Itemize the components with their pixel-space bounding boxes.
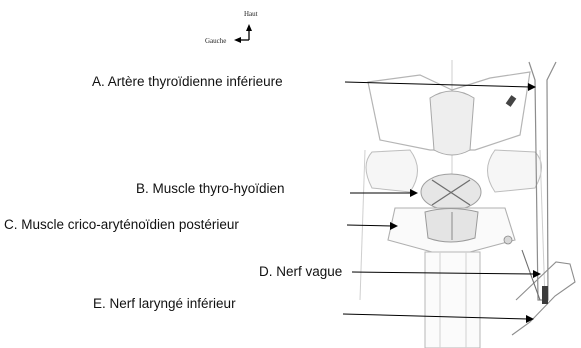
arrow-c (347, 222, 398, 230)
arytenoid-right (488, 150, 542, 192)
orientation-left-label: Gauche (205, 37, 226, 45)
label-e: E. Nerf laryngé inférieur (93, 296, 236, 312)
orientation-up-label: Haut (244, 10, 258, 18)
label-b: B. Muscle thyro-hyoïdien (136, 181, 285, 197)
label-c: C. Muscle crico-aryténoïdien postérieur (4, 217, 239, 233)
arytenoid-left (366, 150, 418, 192)
trachea (425, 252, 480, 348)
epiglottis (430, 91, 474, 155)
arrow-a (345, 82, 536, 91)
orientation-arrow-icon (234, 24, 252, 43)
label-d: D. Nerf vague (259, 264, 342, 280)
label-a: A. Artère thyroïdienne inférieure (92, 74, 283, 90)
